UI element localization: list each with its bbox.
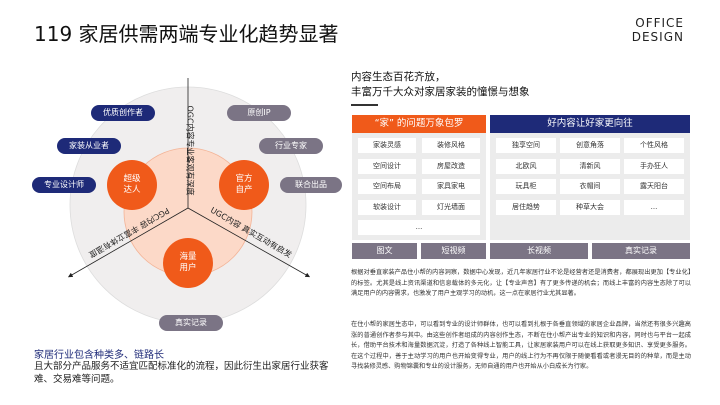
topic-cell: 手办狂人 [624,158,684,174]
topic-cell: 清新风 [560,158,620,174]
topic-cell: 空间设计 [358,158,416,174]
left-box-header: “家” 的问题万象包罗 [352,115,486,133]
topic-cell: 空间布局 [358,179,416,194]
brand-logo: OFFICE DESIGN [632,16,684,44]
topic-cell: 种草大会 [560,199,620,215]
pill-co-production: 联合出品 [280,177,342,193]
topic-cell: 独享空间 [496,138,556,153]
topic-cell: 玩具柜 [496,179,556,194]
tab-long-video: 长视频 [490,243,588,259]
topic-cell: 家装灵感 [358,138,416,153]
orb-line: 超级 [123,174,141,184]
orb-mass-users: 海量用户 [163,238,213,288]
orb-line: 用户 [179,263,197,273]
orb-official: 官方自产 [219,160,269,210]
topic-cell: 灯光墙面 [422,199,480,215]
axis-right [187,207,311,278]
orb-line: 海量 [179,252,197,262]
axis-top-label: OGC内容专业客观有深度 [185,105,195,196]
topic-cell: 软装设计 [358,199,416,215]
summary-heading: 家居行业包含种类多、链路长 [34,350,164,361]
topic-cell: 露天阳台 [624,179,684,194]
right-box-body: 独享空间创意角落个性风格北欧风清新风手办狂人玩具柜衣帽间露天阳台居住趋势种草大会… [490,133,690,240]
pill-home-professional: 家装从业者 [57,138,121,154]
section-heading: 内容生态百花齐放， 丰富万千大众对家居家装的憧憬与想象 [351,70,530,100]
heading-line: 内容生态百花齐放， [351,71,446,83]
tab-real-record: 真实记录 [592,243,690,259]
topic-cell: 个性风格 [624,138,684,153]
topic-cell: 家具家电 [422,179,480,194]
paragraph-1: 根据对垂直家装产品住小帮的内容洞察，数据中心发现，近几年家居行业不论是经营者还是… [351,269,691,298]
heading-line: 丰富万千大众对家居家装的憧憬与想象 [351,86,530,98]
topic-cell: 创意角落 [560,138,620,153]
orb-line: 自产 [235,185,253,195]
tab-image-text: 图文 [352,243,417,259]
orb-super-talent: 超级达人 [107,160,157,210]
topic-cell: 衣帽间 [560,179,620,194]
topic-cell: ... [358,220,480,235]
pill-designer: 专业设计师 [32,177,96,193]
brand-line1: OFFICE [635,16,684,30]
topic-cell: 居住趋势 [496,199,556,215]
topic-cell: 房屋改造 [422,158,480,174]
brand-line2: DESIGN [631,30,684,44]
tab-short-video: 短视频 [421,243,486,259]
paragraph-2: 在住小帮的家居生态中，可以看到专业的设计师群体，也可以看到扎根于各垂直领域的家居… [351,321,691,371]
summary-text: 且大部分产品服务不适宜匹配标准化的流程，因此衍生出家居行业获客难、交易难等问题。 [34,361,329,385]
right-box-header: 好内容让好家更向往 [490,115,690,133]
page-title: 119 家居供需两端专业化趋势显著 [34,22,339,46]
topic-cell: ... [624,199,684,215]
topic-cell: 北欧风 [496,158,556,174]
pill-industry-expert: 行业专家 [259,138,323,154]
pill-original-ip: 原创IP [227,105,291,121]
pill-real-record: 真实记录 [159,315,223,331]
axis-left [67,207,189,278]
heading-underline [351,104,378,106]
left-box-body: 家装灵感装修风格空间设计房屋改造空间布局家具家电软装设计灯光墙面... [352,133,486,240]
topic-cell: 装修风格 [422,138,480,153]
ecosystem-diagram [67,78,311,324]
orb-line: 达人 [123,185,141,195]
pill-quality-creator: 优质创作者 [91,105,155,121]
orb-line: 官方 [235,174,253,184]
